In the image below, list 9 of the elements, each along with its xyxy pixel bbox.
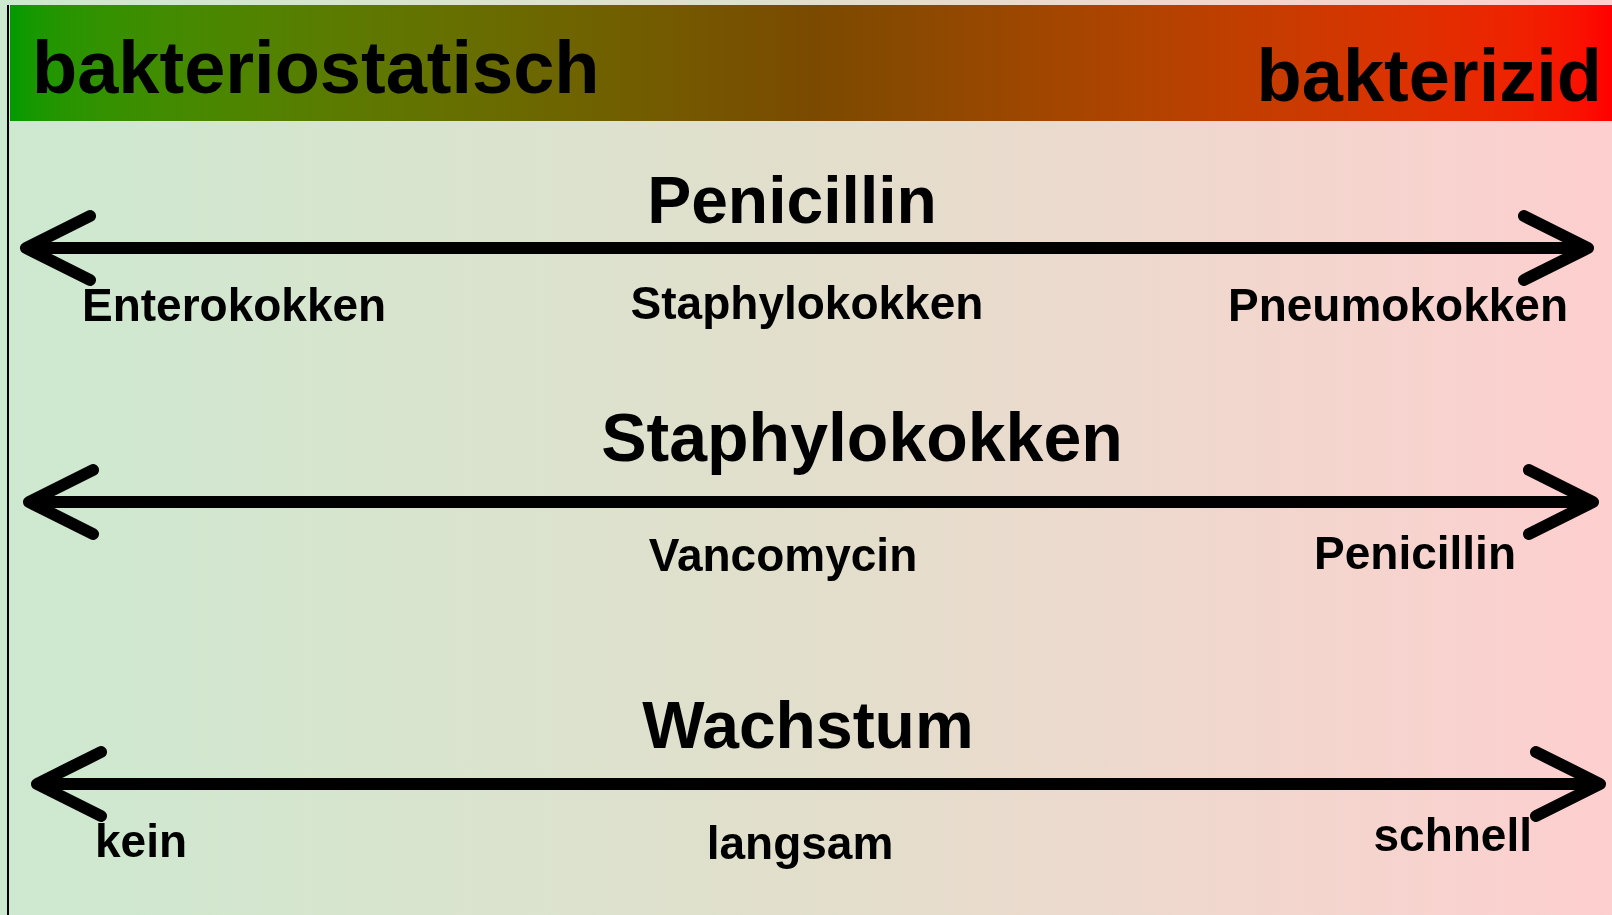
scale-end-label: bakterizid xyxy=(1256,39,1602,113)
scale-label: Penicillin xyxy=(1314,530,1516,576)
scale-heading: Wachstum xyxy=(642,692,974,758)
scale-heading: Penicillin xyxy=(647,167,937,233)
scale-label: Pneumokokken xyxy=(1228,282,1568,328)
scale-label: kein xyxy=(95,818,188,864)
scale-label: schnell xyxy=(1373,812,1532,858)
scale-label: Enterokokken xyxy=(82,282,387,328)
scale-end-label: bakteriostatisch xyxy=(32,31,600,105)
